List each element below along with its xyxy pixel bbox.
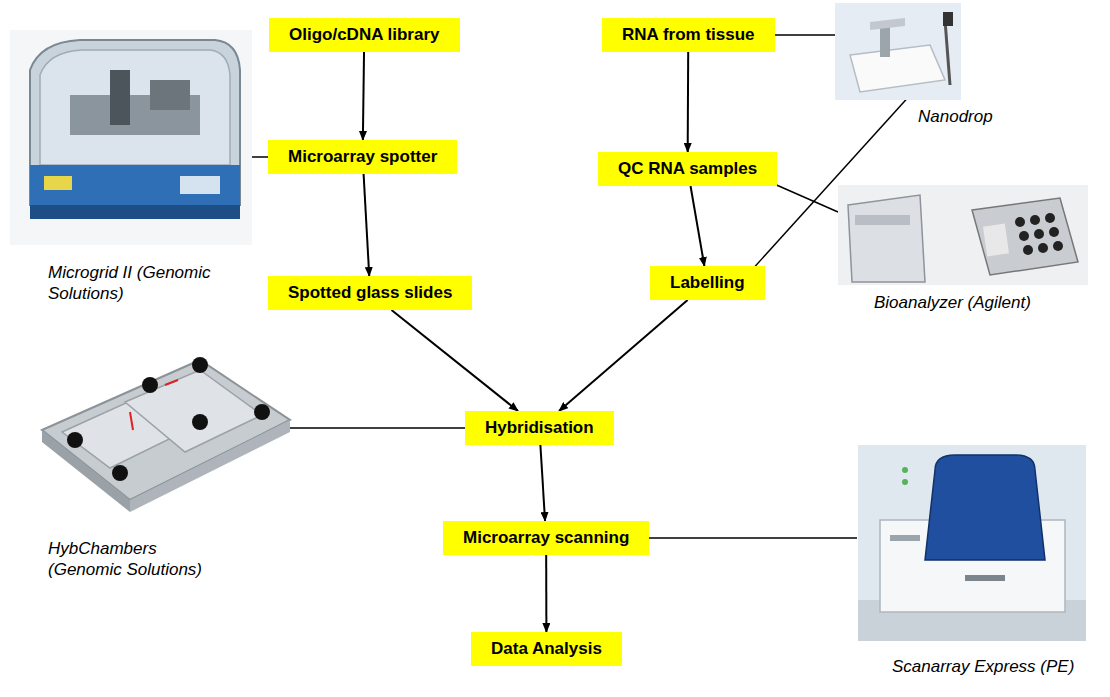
box-label: Labelling [670,273,745,293]
box-label: Data Analysis [491,639,602,659]
box-label: Microarray scanning [463,528,629,548]
equipment-caption: Microgrid II (Genomic Solutions) [48,262,220,305]
process-box: Labelling [650,266,765,300]
flow-arrow [391,310,518,411]
flow-arrow [363,52,364,140]
equipment-caption: Nanodrop [918,106,993,127]
box-label: RNA from tissue [622,25,755,45]
box-label: QC RNA samples [618,159,757,179]
leader-lines [252,35,922,538]
equipment-caption: Scanarray Express (PE) [892,656,1074,677]
flow-arrow [364,174,370,276]
process-box: QC RNA samples [598,152,777,186]
process-box: Hybridisation [465,411,614,445]
box-label: Hybridisation [485,418,594,438]
process-box: Spotted glass slides [268,276,472,310]
flow-arrow [687,52,690,152]
equipment-caption: Bioanalyzer (Agilent) [874,292,1031,313]
process-box: RNA from tissue [602,18,775,52]
flow-arrow [540,445,545,521]
nanodrop-device [835,3,961,100]
hybchamber-tray [42,357,290,512]
box-label: Oligo/cDNA library [289,25,440,45]
flow-arrow [545,555,547,632]
bioanalyzer-device [838,185,1088,285]
process-box: Oligo/cDNA library [269,18,460,52]
flow-arrow [691,186,705,266]
box-label: Microarray spotter [288,147,437,167]
process-box: Microarray scanning [443,521,649,555]
process-box: Microarray spotter [268,140,457,174]
flow-arrow [559,300,688,411]
equipment-caption: HybChambers (Genomic Solutions) [48,538,220,581]
microgrid-machine [10,30,252,245]
box-label: Spotted glass slides [288,283,452,303]
scanarray-scanner [858,445,1086,641]
process-box: Data Analysis [471,632,622,666]
